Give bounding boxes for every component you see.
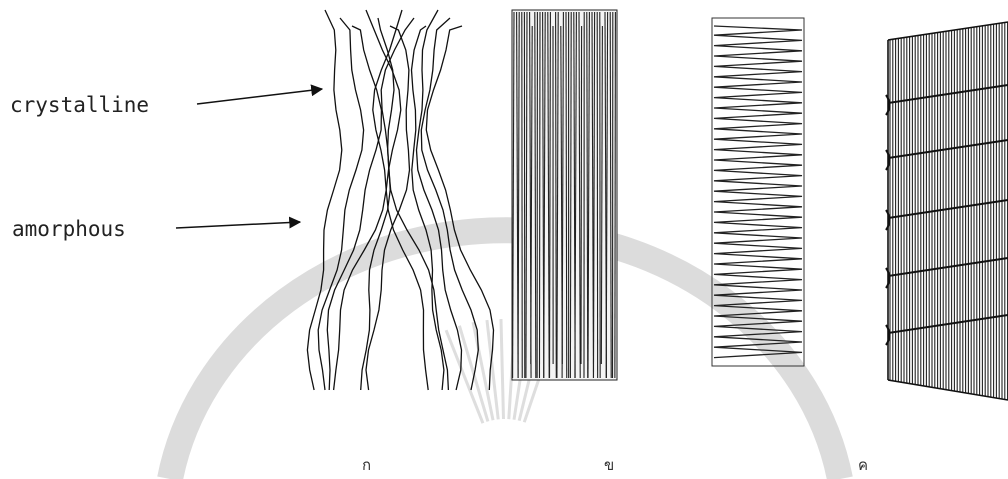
- caption-panel-c: ค: [858, 456, 868, 474]
- crystalline-label: crystalline: [10, 93, 149, 117]
- caption-panel-a: ก: [362, 456, 371, 474]
- amorphous-label: amorphous: [12, 217, 126, 241]
- caption-panel-b: ข: [604, 456, 614, 474]
- stacked-lamellae-drawing: [886, 20, 1008, 402]
- extended-chain-drawing: [512, 10, 617, 380]
- fringed-micelle-drawing: [307, 10, 493, 390]
- watermark: [170, 230, 840, 479]
- amorphous-arrow: [176, 222, 300, 228]
- crystalline-arrow: [197, 89, 322, 104]
